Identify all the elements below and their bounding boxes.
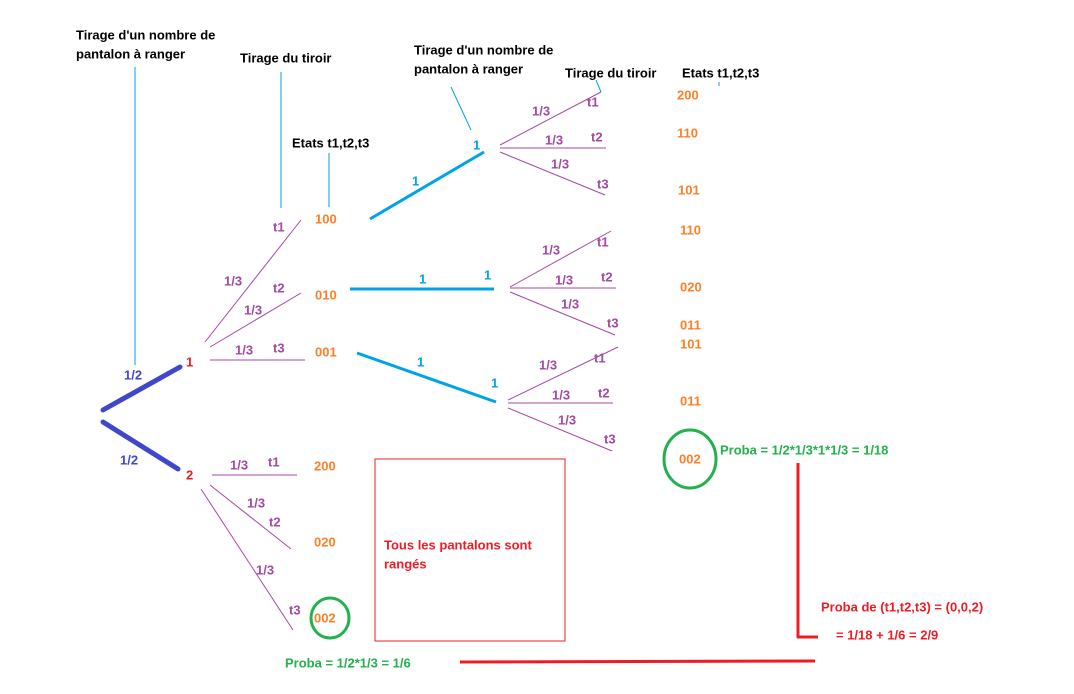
node-label: 1 [484,267,491,282]
node2-branches [200,474,297,631]
final-state: 020 [680,279,702,294]
header-states-2: Etats t1,t2,t3 [682,65,759,80]
prob-label: 1/3 [551,156,569,171]
drawer-label: t3 [273,340,285,355]
header-draw-drawer: Tirage du tiroir [240,50,332,65]
node-2: 2 [186,467,193,482]
proba-path1: Proba = 1/2*1/3*1*1/3 = 1/18 [720,442,888,457]
final-state: 110 [677,125,698,140]
state-label-highlighted: 002 [314,610,336,625]
drawer-label: t1 [268,454,280,469]
drawer-label: t2 [269,514,281,529]
header-states: Etats t1,t2,t3 [292,135,369,150]
final-state-highlighted: 002 [679,451,701,466]
drawer-label: t1 [597,234,609,249]
proba-total-line2: = 1/18 + 1/6 = 2/9 [836,627,938,642]
prob-label: 1/3 [561,296,579,311]
final-state: 011 [680,393,701,408]
drawer-label: t3 [597,176,609,191]
drawer-label: t1 [594,350,606,365]
final-state: 101 [680,336,702,351]
drawer-label: t2 [601,269,613,284]
node-1: 1 [186,354,193,369]
highlight-circle [662,428,718,490]
drawer-label: t3 [289,602,301,617]
prob-label: 1/3 [532,103,550,118]
drawer-label: t3 [607,315,619,330]
node-label: 1 [491,375,498,390]
prob-label: 1/3 [256,562,274,577]
node-label: 1 [473,137,480,152]
note-line1: Tous les pantalons sont [384,537,533,552]
header-draw-count-2: Tirage d'un nombre de [414,42,553,57]
prob-label: 1/3 [552,387,570,402]
header-draw-count-line2: pantalon à ranger [76,46,185,61]
prob-label: 1/3 [545,132,563,147]
certain-branch [356,351,497,404]
highlight-circle [309,596,351,640]
drawer-label: t2 [273,280,285,295]
prob-label: 1/3 [247,495,265,510]
prob-label: 1/3 [542,242,560,257]
prob-label: 1/3 [558,412,576,427]
header-draw-count: Tirage d'un nombre de [76,27,215,42]
prob-label: 1/3 [244,302,262,317]
state-label: 001 [315,344,337,359]
proba-path2: Proba = 1/2*1/3 = 1/6 [285,655,411,670]
sub-branches [499,91,619,452]
sum-connector [459,463,818,664]
header-draw-count-2-line2: pantalon à ranger [414,61,523,76]
root-branch-2 [100,419,181,472]
prob-label: 1/3 [555,272,573,287]
node1-branches [204,219,305,361]
prob-label: 1/2 [124,367,142,382]
state-label: 100 [315,211,337,226]
prob-label: 1/3 [539,357,557,372]
drawer-label: t1 [273,219,285,234]
prob-label: 1 [412,173,419,188]
header-draw-drawer-2: Tirage du tiroir [565,65,657,80]
final-state: 101 [678,182,700,197]
prob-label: 1/3 [224,273,242,288]
drawer-label: t1 [587,94,599,109]
drawer-label: t2 [591,129,603,144]
drawer-label: t2 [598,385,610,400]
prob-label: 1/3 [235,342,253,357]
note-box [374,458,566,642]
prob-label: 1 [419,271,426,286]
state-label: 010 [315,287,337,302]
final-state: 200 [677,87,699,102]
prob-label: 1/2 [120,452,138,467]
proba-total-line1: Proba de (t1,t2,t3) = (0,0,2) [821,599,983,614]
state-label: 200 [314,458,336,473]
prob-label: 1/3 [230,457,248,472]
certain-branch [369,150,485,221]
final-state: 110 [680,222,701,237]
header-pointers [134,67,720,365]
state-label: 020 [314,534,336,549]
root-branch-1 [100,364,183,413]
note-line2: rangés [384,556,427,571]
final-state: 011 [680,317,701,332]
drawer-label: t3 [604,431,616,446]
prob-label: 1 [417,354,424,369]
